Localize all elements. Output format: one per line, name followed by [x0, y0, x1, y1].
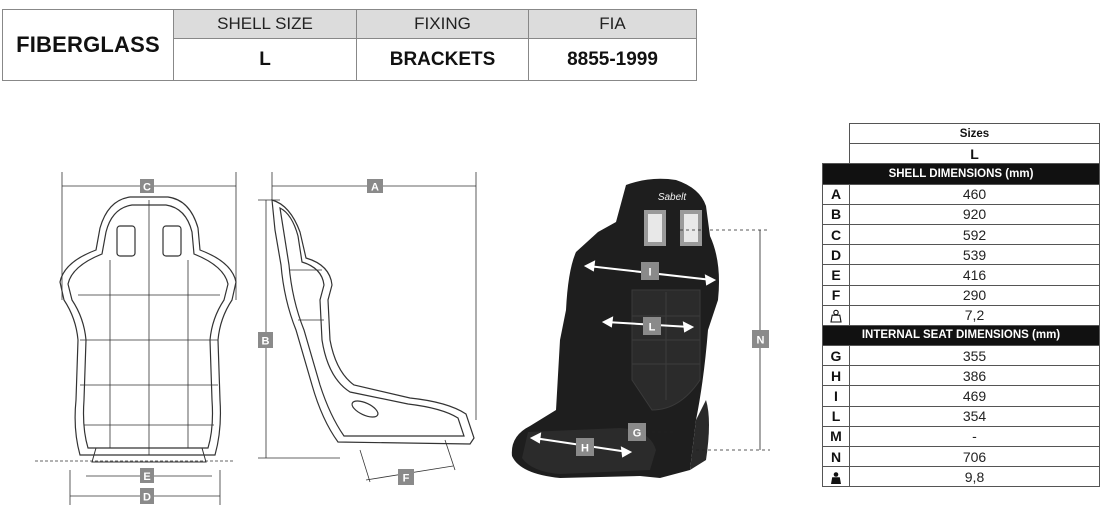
svg-text:B: B [262, 336, 270, 348]
shell-dimensions-title: SHELL DIMENSIONS (mm) [822, 163, 1100, 185]
svg-text:A: A [371, 182, 379, 194]
seat-illustration: Sabelt [511, 178, 719, 478]
shell-size-column: SHELL SIZE L [173, 10, 356, 80]
seat-logo: Sabelt [658, 192, 688, 203]
svg-text:E: E [143, 471, 150, 483]
seat-diagrams: C E D A B F [35, 172, 770, 505]
dimension-tag-i: I [641, 262, 659, 280]
row-value: 416 [849, 264, 1100, 286]
table-row: D 539 [822, 244, 1100, 266]
fixing-column: FIXING BRACKETS [356, 10, 528, 80]
weight-outline-icon [822, 304, 850, 326]
table-row: L 354 [822, 405, 1100, 427]
row-value: 539 [849, 244, 1100, 266]
row-value: 469 [849, 385, 1100, 407]
side-view-drawing [271, 199, 475, 445]
row-label: B [822, 203, 850, 225]
table-row: C 592 [822, 223, 1100, 246]
row-value: 354 [849, 405, 1100, 427]
size-value: L [849, 143, 1100, 165]
row-label: N [822, 445, 850, 468]
fixing-header: FIXING [357, 10, 528, 39]
dimension-tag-d: D [140, 488, 154, 504]
row-label: L [822, 405, 850, 427]
dimension-tag-n: N [752, 330, 769, 348]
table-row: 9,8 [822, 466, 1100, 488]
table-row: B 920 [822, 203, 1100, 225]
svg-text:L: L [649, 322, 656, 334]
svg-text:N: N [757, 335, 765, 347]
svg-text:F: F [403, 473, 410, 485]
table-row: I 469 [822, 385, 1100, 407]
dimensions-table: Sizes L SHELL DIMENSIONS (mm) A 460 B 92… [822, 122, 1100, 488]
row-label: I [822, 385, 850, 407]
svg-text:G: G [633, 428, 642, 440]
dimension-tag-e: E [140, 468, 154, 483]
row-label: M [822, 425, 850, 448]
row-label: H [822, 365, 850, 387]
row-label: G [822, 345, 850, 367]
table-row: H 386 [822, 365, 1100, 387]
sizes-header: Sizes [849, 122, 1100, 145]
table-row: N 706 [822, 445, 1100, 468]
table-row: E 416 [822, 264, 1100, 286]
dimension-tag-b: B [258, 332, 273, 348]
dimension-tag-g: G [628, 423, 646, 441]
row-label: F [822, 284, 850, 306]
header-table: FIBERGLASS SHELL SIZE L FIXING BRACKETS … [2, 9, 697, 81]
row-value: - [849, 425, 1100, 448]
row-label: E [822, 264, 850, 286]
material-label: FIBERGLASS [16, 32, 160, 57]
row-value: 592 [849, 223, 1100, 246]
svg-text:D: D [143, 492, 151, 504]
svg-text:H: H [581, 443, 589, 455]
fia-column: FIA 8855-1999 [528, 10, 696, 80]
dimension-tag-a: A [367, 179, 383, 194]
dimension-tag-c: C [140, 179, 154, 194]
svg-text:C: C [143, 182, 151, 194]
table-corner [823, 124, 850, 144]
row-value: 290 [849, 284, 1100, 306]
table-row: A 460 [822, 183, 1100, 205]
weight-filled-icon [822, 466, 850, 488]
table-row: M - [822, 425, 1100, 448]
dimension-tag-l: L [643, 317, 661, 335]
shell-size-value: L [259, 48, 271, 70]
row-label: D [822, 244, 850, 266]
row-label: A [822, 183, 850, 205]
row-value: 355 [849, 345, 1100, 367]
table-row: 7,2 [822, 304, 1100, 326]
svg-text:I: I [648, 267, 651, 279]
front-view-drawing [59, 196, 237, 463]
dimension-tag-f: F [398, 469, 414, 485]
row-value: 7,2 [849, 304, 1100, 326]
table-row: G 355 [822, 345, 1100, 367]
fia-header: FIA [529, 10, 696, 39]
row-value: 706 [849, 445, 1100, 468]
dimension-tag-h: H [576, 438, 594, 456]
row-value: 460 [849, 183, 1100, 205]
row-value: 386 [849, 365, 1100, 387]
row-value: 920 [849, 203, 1100, 225]
fixing-value: BRACKETS [389, 48, 496, 70]
row-value: 9,8 [849, 466, 1100, 488]
table-corner [823, 144, 850, 164]
fia-value: 8855-1999 [567, 48, 658, 70]
row-label: C [822, 223, 850, 246]
internal-dimensions-title: INTERNAL SEAT DIMENSIONS (mm) [822, 324, 1100, 347]
shell-size-header: SHELL SIZE [174, 10, 356, 39]
table-row: F 290 [822, 284, 1100, 306]
